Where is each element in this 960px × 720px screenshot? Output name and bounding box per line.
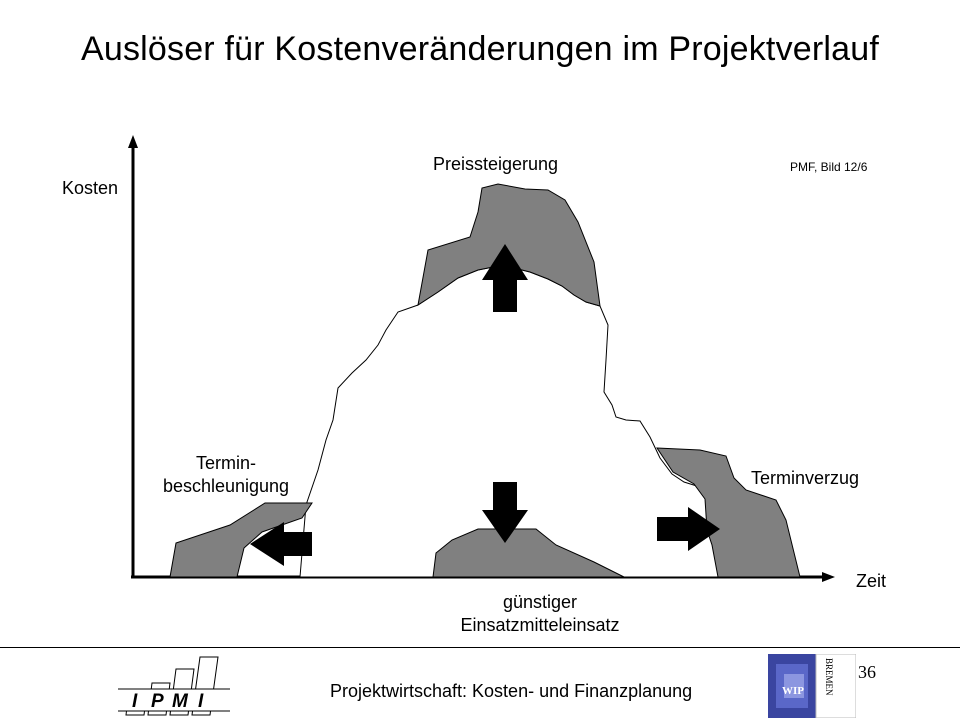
efficient-resource-area <box>432 528 625 578</box>
label-schedule-acceleration-line2: beschleunigung <box>162 476 290 496</box>
wip-bremen-logo: WIP BREMEN <box>768 654 856 718</box>
schedule-acceleration-area <box>169 502 313 578</box>
label-efficient-resource-use-line2: Einsatzmitteleinsatz <box>460 615 620 635</box>
footer-title: Projektwirtschaft: Kosten- und Finanzpla… <box>330 681 693 701</box>
page-number: 36 <box>858 662 876 682</box>
ipmi-letter-4: I <box>198 691 204 712</box>
reference-note: PMF, Bild 12/6 <box>790 160 868 174</box>
label-efficient-resource-use: günstiger Einsatzmitteleinsatz <box>420 591 660 637</box>
label-price-increase: Preissteigerung <box>433 154 559 174</box>
label-schedule-acceleration: Termin- beschleunigung <box>146 452 306 498</box>
y-axis-label: Kosten <box>62 178 119 198</box>
label-schedule-acceleration-line1: Termin- <box>195 453 256 473</box>
schedule-delay-area <box>656 447 801 578</box>
label-schedule-delay: Terminverzug <box>751 468 860 488</box>
ipmi-letter-2: P <box>151 691 164 712</box>
ipmi-letter-1: I <box>132 691 138 712</box>
page-title: Auslöser für Kostenveränderungen im Proj… <box>80 30 880 68</box>
x-axis-arrowhead <box>822 572 835 582</box>
x-axis-label: Zeit <box>856 571 887 591</box>
arrow-right-icon <box>657 507 720 551</box>
arrow-up-icon <box>482 244 528 312</box>
ipmi-letter-3: M <box>172 691 189 712</box>
label-efficient-resource-use-line1: günstiger <box>502 592 578 612</box>
footer-divider <box>0 647 960 648</box>
arrow-left-icon <box>250 522 312 566</box>
y-axis-arrowhead <box>128 135 138 148</box>
arrow-down-icon <box>482 482 528 543</box>
ipmi-logo: I P M I <box>118 656 230 716</box>
wip-text: WIP <box>782 685 804 697</box>
bremen-vertical-text: BREMEN <box>824 658 834 696</box>
